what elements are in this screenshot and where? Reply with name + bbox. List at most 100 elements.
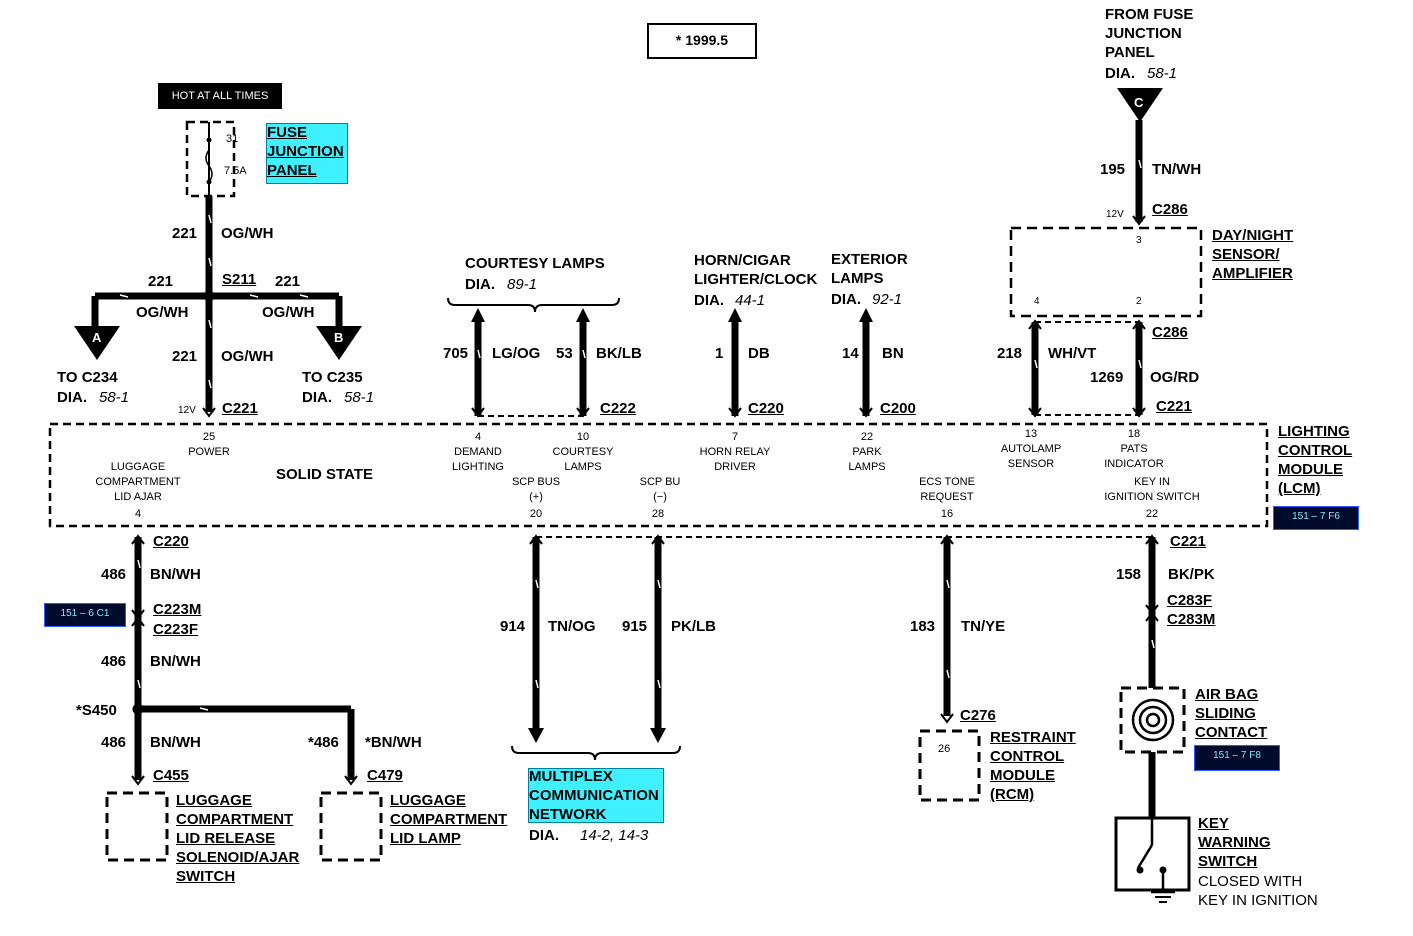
fuse-junction-panel-highlight bbox=[266, 123, 348, 184]
lcm-pin-28-label: SCP BU (−) bbox=[639, 476, 681, 503]
splice-s211 bbox=[203, 290, 215, 302]
lcm-pin-13: 13 bbox=[1024, 428, 1038, 440]
multiplex-dia-ref: 14-2, 14-3 bbox=[580, 827, 649, 844]
connector-c220-bottom: C220 bbox=[153, 533, 189, 550]
horn-cigar-label: HORN/CIGAR LIGHTER/CLOCK bbox=[694, 252, 818, 288]
lcm-pin-18: 18 bbox=[1127, 428, 1141, 440]
lcm-pin-25: 25 bbox=[202, 431, 216, 443]
wire-183-color: TN/YE bbox=[961, 618, 1006, 635]
lcm-pin-22-top: 22 bbox=[860, 431, 874, 443]
lcm-pin-22-top-label: PARK LAMPS bbox=[848, 446, 886, 473]
ref-151-7-f8: 151 – 7 F8 bbox=[1194, 745, 1280, 771]
key-warning-note: CLOSED WITH KEY IN IGNITION bbox=[1198, 873, 1318, 909]
connector-c223f: C223F bbox=[153, 621, 199, 638]
hot-at-all-times-label: HOT AT ALL TIMES bbox=[158, 83, 282, 109]
wire-1269-color: OG/RD bbox=[1150, 369, 1200, 386]
to-c234-dia-label: DIA. bbox=[57, 389, 87, 406]
luggage-release-box bbox=[105, 791, 169, 862]
wire-221-color: OG/WH bbox=[221, 225, 274, 242]
to-c234-dia-ref: 58-1 bbox=[99, 389, 130, 406]
splice-s211-label: S211 bbox=[222, 271, 257, 288]
wire-221-right-color: OG/WH bbox=[262, 304, 315, 321]
connector-c221-power: C221 bbox=[222, 400, 258, 417]
wire-914-circuit: 914 bbox=[500, 618, 526, 635]
connector-a-label: A bbox=[92, 330, 102, 345]
wire-158-color: BK/PK bbox=[1168, 566, 1215, 583]
wire-486b-circuit: 486 bbox=[101, 653, 127, 670]
connector-c455: C455 bbox=[153, 767, 189, 784]
wire-221-lower-color: OG/WH bbox=[221, 348, 274, 365]
connector-c479: C479 bbox=[367, 767, 403, 784]
connector-c221-bottom: C221 bbox=[1170, 533, 1206, 550]
lcm-pin-4-bottom: 4 bbox=[134, 508, 142, 520]
connector-c223m: C223M bbox=[153, 601, 202, 618]
wire-195-circuit: 195 bbox=[1100, 161, 1126, 178]
connector-a-triangle bbox=[74, 326, 120, 360]
luggage-release-label: LUGGAGE COMPARTMENT LID RELEASE SOLENOID… bbox=[176, 792, 300, 885]
horn-cigar-dia-ref: 44-1 bbox=[735, 292, 766, 309]
courtesy-lamps-dia-ref: 89-1 bbox=[507, 276, 538, 293]
wire-915-circuit: 915 bbox=[622, 618, 648, 635]
wire-53-color: BK/LB bbox=[596, 345, 642, 362]
lcm-pin-20: 20 bbox=[529, 508, 543, 520]
lcm-pin-22-bottom-label: KEY IN IGNITION SWITCH bbox=[1104, 476, 1200, 503]
wire-914-color: TN/OG bbox=[548, 618, 596, 635]
lcm-pin-22-bottom: 22 bbox=[1145, 508, 1159, 520]
to-c235-dia-ref: 58-1 bbox=[344, 389, 375, 406]
connector-c200: C200 bbox=[880, 400, 916, 417]
wire-486d-circuit: *486 bbox=[308, 734, 339, 751]
wire-486d-color: *BN/WH bbox=[365, 734, 422, 751]
lcm-pin-28: 28 bbox=[651, 508, 665, 520]
connector-c286-bottom: C286 bbox=[1152, 324, 1188, 341]
lcm-pin-4-top: 4 bbox=[474, 431, 482, 443]
connector-c286-top: C286 bbox=[1152, 201, 1188, 218]
horn-cigar-dia-label: DIA. bbox=[694, 292, 724, 309]
wire-486a-circuit: 486 bbox=[101, 566, 127, 583]
day-night-pin-3: 3 bbox=[1136, 235, 1142, 246]
courtesy-lamps-label: COURTESY LAMPS bbox=[465, 255, 605, 272]
lcm-pin-7-label: HORN RELAY DRIVER bbox=[699, 446, 771, 473]
connector-c221-right: C221 bbox=[1156, 398, 1192, 415]
connector-c-triangle bbox=[1117, 88, 1163, 122]
splice-s450-label: *S450 bbox=[76, 702, 117, 719]
ref-151-6-c1: 151 – 6 C1 bbox=[44, 603, 126, 627]
connector-b-label: B bbox=[334, 330, 344, 345]
lcm-pin-18-label: PATS INDICATOR bbox=[1104, 443, 1164, 470]
lcm-box bbox=[48, 422, 1269, 528]
to-c234-label: TO C234 bbox=[57, 369, 118, 386]
from-fuse-dia-ref: 58-1 bbox=[1147, 65, 1178, 82]
fuse-number: 31 bbox=[226, 133, 239, 145]
connector-c283f: C283F bbox=[1167, 592, 1213, 609]
from-fuse-junction-panel: FROM FUSE JUNCTION PANEL bbox=[1105, 6, 1194, 61]
connector-b-triangle bbox=[316, 326, 362, 360]
day-night-pin-4: 4 bbox=[1034, 296, 1040, 307]
wire-486c-color: BN/WH bbox=[150, 734, 201, 751]
wire-218-color: WH/VT bbox=[1048, 345, 1097, 362]
day-night-box bbox=[1009, 226, 1203, 318]
lcm-pin-16: 16 bbox=[940, 508, 954, 520]
day-night-sensor-label: DAY/NIGHT SENSOR/ AMPLIFIER bbox=[1212, 227, 1294, 282]
from-fuse-dia-label: DIA. bbox=[1105, 65, 1135, 82]
wire-14-circuit: 14 bbox=[842, 345, 859, 362]
wire-486a-color: BN/WH bbox=[150, 566, 201, 583]
wire-1-color: DB bbox=[748, 345, 770, 362]
rcm-label: RESTRAINT CONTROL MODULE (RCM) bbox=[990, 729, 1076, 803]
lcm-solid-state: SOLID STATE bbox=[276, 466, 373, 483]
multiplex-highlight bbox=[528, 768, 664, 823]
lcm-pin-10: 10 bbox=[576, 431, 590, 443]
airbag-box bbox=[1119, 686, 1186, 754]
exterior-lamps-label: EXTERIOR LAMPS bbox=[831, 251, 908, 287]
connector-c220-top: C220 bbox=[748, 400, 784, 417]
lcm-pin-20-label: SCP BUS (+) bbox=[511, 476, 561, 503]
wire-53-circuit: 53 bbox=[556, 345, 573, 362]
luggage-lamp-box bbox=[319, 791, 383, 862]
to-c235-dia-label: DIA. bbox=[302, 389, 332, 406]
wire-221-lower-circuit: 221 bbox=[172, 348, 198, 365]
wire-14-color: BN bbox=[882, 345, 904, 362]
exterior-lamps-dia-label: DIA. bbox=[831, 291, 861, 308]
lcm-pin-10-label: COURTESY LAMPS bbox=[552, 446, 614, 473]
lcm-pin-13-label: AUTOLAMP SENSOR bbox=[1000, 443, 1062, 470]
wire-183-circuit: 183 bbox=[910, 618, 936, 635]
